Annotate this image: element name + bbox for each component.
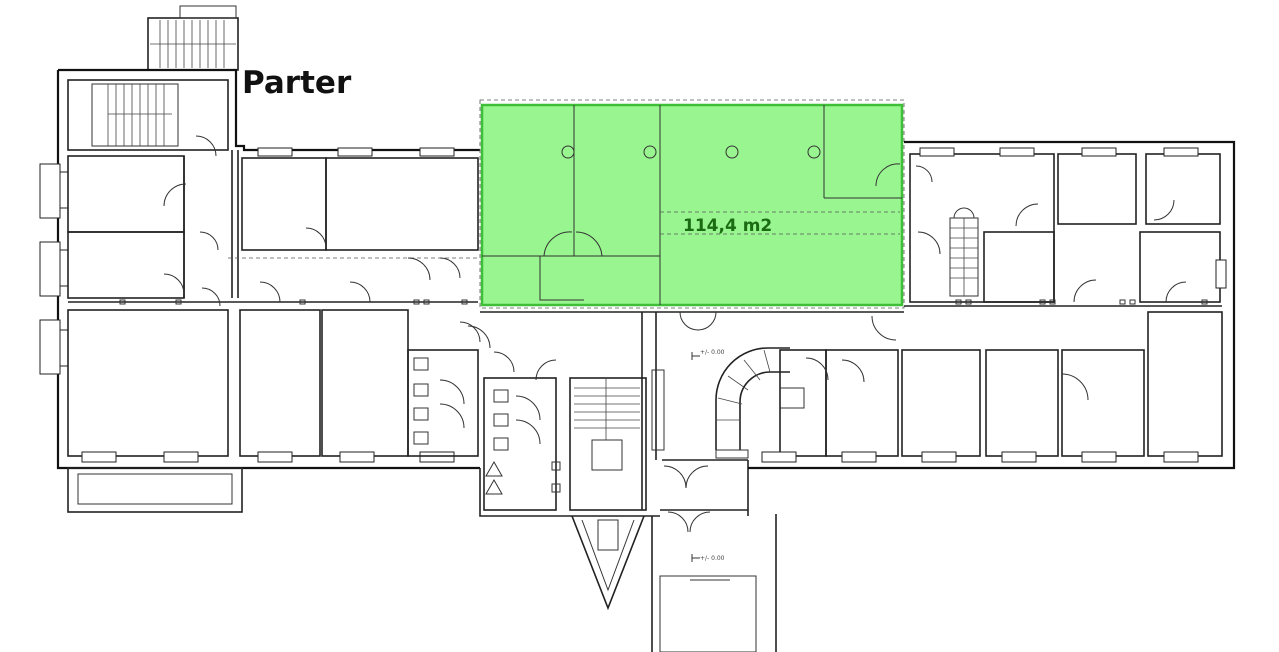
level-mark-text: +/- 0.00 [700,349,725,356]
area-label: 114,4 m2 [683,216,772,236]
level-mark: +/- 0.00 [691,554,725,562]
central-block: +/- 0.00 +/- 0.00 [407,99,905,652]
exterior-stairs [150,20,236,68]
floor-title: Parter [242,65,352,101]
ramp [715,347,790,459]
right-stairs [949,207,979,297]
interior-stairs [91,83,179,147]
highlighted-area [480,103,904,307]
right-wing [748,140,1236,470]
left-wing [39,5,480,513]
level-mark: +/- 0.00 [691,349,725,360]
level-mark-text: +/- 0.00 [700,555,725,562]
main-stairs [569,377,647,511]
